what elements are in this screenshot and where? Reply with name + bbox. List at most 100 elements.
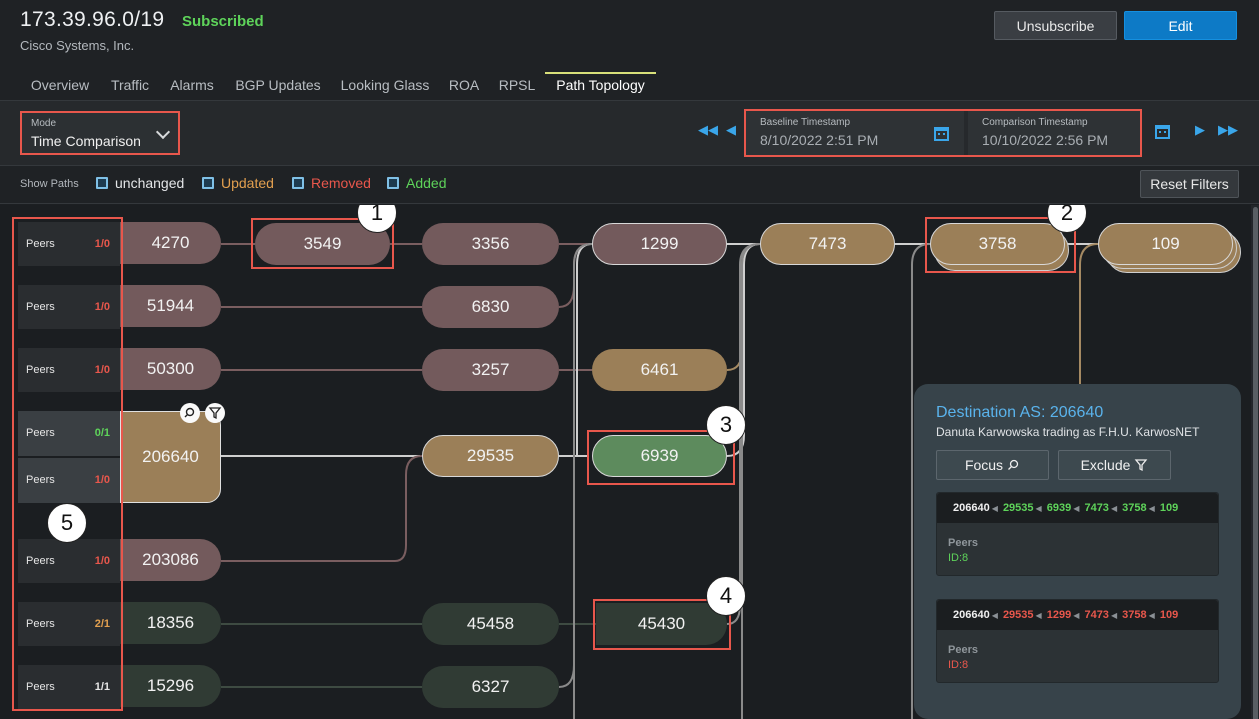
as-path-hop: 1299 <box>1046 609 1072 621</box>
peers-count: 1/0 <box>94 364 110 376</box>
as-node[interactable]: 1299 <box>592 223 727 265</box>
as-node[interactable]: 7473 <box>760 223 895 265</box>
peers-label: Peers <box>26 618 55 630</box>
as-path-hop: 29535 <box>1002 609 1034 621</box>
as-path-hop: 109 <box>1159 502 1179 514</box>
as-path: 206640◀ 29535◀ 1299◀ 7473◀ 3758◀ 109 <box>953 609 1178 621</box>
path-card-id: ID:8 <box>948 552 969 564</box>
exclude-label: Exclude <box>1080 457 1131 473</box>
path-separator-icon: ◀ <box>1073 611 1080 620</box>
peers-label: Peers <box>26 364 55 376</box>
as-node[interactable]: 6327 <box>422 666 559 708</box>
skip-forward-icon[interactable]: ▶▶ <box>1218 122 1238 137</box>
calendar-icon[interactable] <box>934 127 949 141</box>
subscription-status: Subscribed <box>182 13 264 30</box>
peer-group[interactable]: Peers 2/1 <box>18 602 120 646</box>
as-node-destination[interactable]: 206640 <box>120 411 221 503</box>
skip-back-icon[interactable]: ◀◀ <box>698 122 718 137</box>
peer-group[interactable]: Peers 1/1 <box>18 665 120 709</box>
path-card[interactable]: 206640◀ 29535◀ 6939◀ 7473◀ 3758◀ 109 Pee… <box>936 492 1219 576</box>
callout-marker-3: 3 <box>706 405 746 445</box>
timestamp-group: Baseline Timestamp 8/10/2022 2:51 PM Com… <box>744 109 1142 157</box>
as-node[interactable]: 6830 <box>422 286 559 328</box>
mode-label: Mode <box>31 118 57 129</box>
comparison-timestamp-field[interactable]: Comparison Timestamp 10/10/2022 2:56 PM <box>968 111 1140 155</box>
tab-bgp-updates[interactable]: BGP Updates <box>235 77 321 93</box>
baseline-timestamp-value: 8/10/2022 2:51 PM <box>760 132 879 148</box>
as-node-source[interactable]: 50300 <box>120 348 221 390</box>
filter-icon[interactable] <box>205 403 225 423</box>
peers-count: 1/0 <box>94 301 110 313</box>
step-forward-icon[interactable]: ▶ <box>1195 122 1205 137</box>
as-node[interactable]: 45458 <box>422 603 559 645</box>
baseline-timestamp-field[interactable]: Baseline Timestamp 8/10/2022 2:51 PM <box>746 111 964 155</box>
as-node[interactable]: 3356 <box>422 223 559 265</box>
focus-button[interactable]: Focus <box>936 450 1049 480</box>
peer-group[interactable]: Peers 0/1 <box>18 411 120 456</box>
peer-group[interactable]: Peers 1/0 <box>18 458 120 503</box>
tab-overview[interactable]: Overview <box>30 77 90 93</box>
tab-alarms[interactable]: Alarms <box>170 77 214 93</box>
peer-group[interactable]: Peers 1/0 <box>18 539 120 583</box>
unsubscribe-button[interactable]: Unsubscribe <box>994 11 1117 40</box>
tab-rpsl[interactable]: RPSL <box>498 77 536 93</box>
unchanged-checkbox[interactable] <box>96 177 108 189</box>
path-card[interactable]: 206640◀ 29535◀ 1299◀ 7473◀ 3758◀ 109 Pee… <box>936 599 1219 683</box>
peers-count: 0/1 <box>94 427 110 439</box>
as-node[interactable]: 29535 <box>422 435 559 477</box>
peers-count: 1/1 <box>94 681 110 693</box>
added-checkbox[interactable] <box>387 177 399 189</box>
as-path-hop: 206640 <box>953 502 990 514</box>
peer-group[interactable]: Peers 1/0 <box>18 222 120 266</box>
as-node[interactable]: 3758 <box>930 223 1065 265</box>
focus-label: Focus <box>964 457 1004 473</box>
highlight-box <box>12 217 123 711</box>
highlight-box <box>587 430 735 485</box>
focus-search-icon[interactable] <box>180 403 200 423</box>
search-icon <box>1008 459 1019 470</box>
exclude-button[interactable]: Exclude <box>1058 450 1171 480</box>
as-node-source[interactable]: 18356 <box>120 602 221 644</box>
tab-roa[interactable]: ROA <box>448 77 480 93</box>
highlight-box <box>593 599 731 650</box>
comparison-timestamp-label: Comparison Timestamp <box>982 117 1088 128</box>
path-card-header: 206640◀ 29535◀ 1299◀ 7473◀ 3758◀ 109 <box>937 600 1218 630</box>
tab-traffic[interactable]: Traffic <box>110 77 150 93</box>
as-node-source[interactable]: 51944 <box>120 285 221 327</box>
path-separator-icon: ◀ <box>1148 504 1155 513</box>
updated-checkbox[interactable] <box>202 177 214 189</box>
as-node[interactable]: 45430 <box>596 603 727 645</box>
page-header: 173.39.96.0/19 Subscribed Cisco Systems,… <box>0 0 1259 100</box>
as-path-hop: 3758 <box>1122 609 1147 621</box>
as-path-hop: 3758 <box>1122 502 1147 514</box>
peers-label: Peers <box>26 427 55 439</box>
peer-group[interactable]: Peers 1/0 <box>18 348 120 392</box>
as-node-source[interactable]: 203086 <box>120 539 221 581</box>
removed-checkbox[interactable] <box>292 177 304 189</box>
as-node-source[interactable]: 15296 <box>120 665 221 707</box>
calendar-icon[interactable] <box>1155 125 1170 139</box>
as-node[interactable]: 3257 <box>422 349 559 391</box>
mode-select[interactable]: Mode Time Comparison <box>20 111 180 155</box>
edit-button[interactable]: Edit <box>1124 11 1237 40</box>
step-back-icon[interactable]: ◀ <box>726 122 736 137</box>
path-link <box>221 455 423 562</box>
peers-count: 1/0 <box>94 238 110 250</box>
as-path-hop: 6939 <box>1046 502 1072 514</box>
path-filter-bar: Show Paths unchanged Updated Removed Add… <box>0 166 1259 204</box>
mode-value: Time Comparison <box>31 133 141 149</box>
tab-looking-glass[interactable]: Looking Glass <box>340 77 430 93</box>
added-label: Added <box>406 175 447 191</box>
as-node[interactable]: 109 <box>1098 223 1233 265</box>
as-node[interactable]: 6461 <box>592 349 727 391</box>
peer-group[interactable]: Peers 1/0 <box>18 285 120 329</box>
path-connectors <box>221 243 1099 719</box>
as-node[interactable]: 6939 <box>592 435 727 477</box>
tab-path-topology[interactable]: Path Topology <box>545 72 656 100</box>
path-separator-icon: ◀ <box>1110 611 1118 620</box>
reset-filters-button[interactable]: Reset Filters <box>1140 170 1239 198</box>
path-card-peers-label: Peers <box>948 537 978 549</box>
as-node-source[interactable]: 4270 <box>120 222 221 264</box>
as-path-hop: 29535 <box>1002 502 1034 514</box>
scrollbar-thumb[interactable] <box>1253 207 1258 719</box>
